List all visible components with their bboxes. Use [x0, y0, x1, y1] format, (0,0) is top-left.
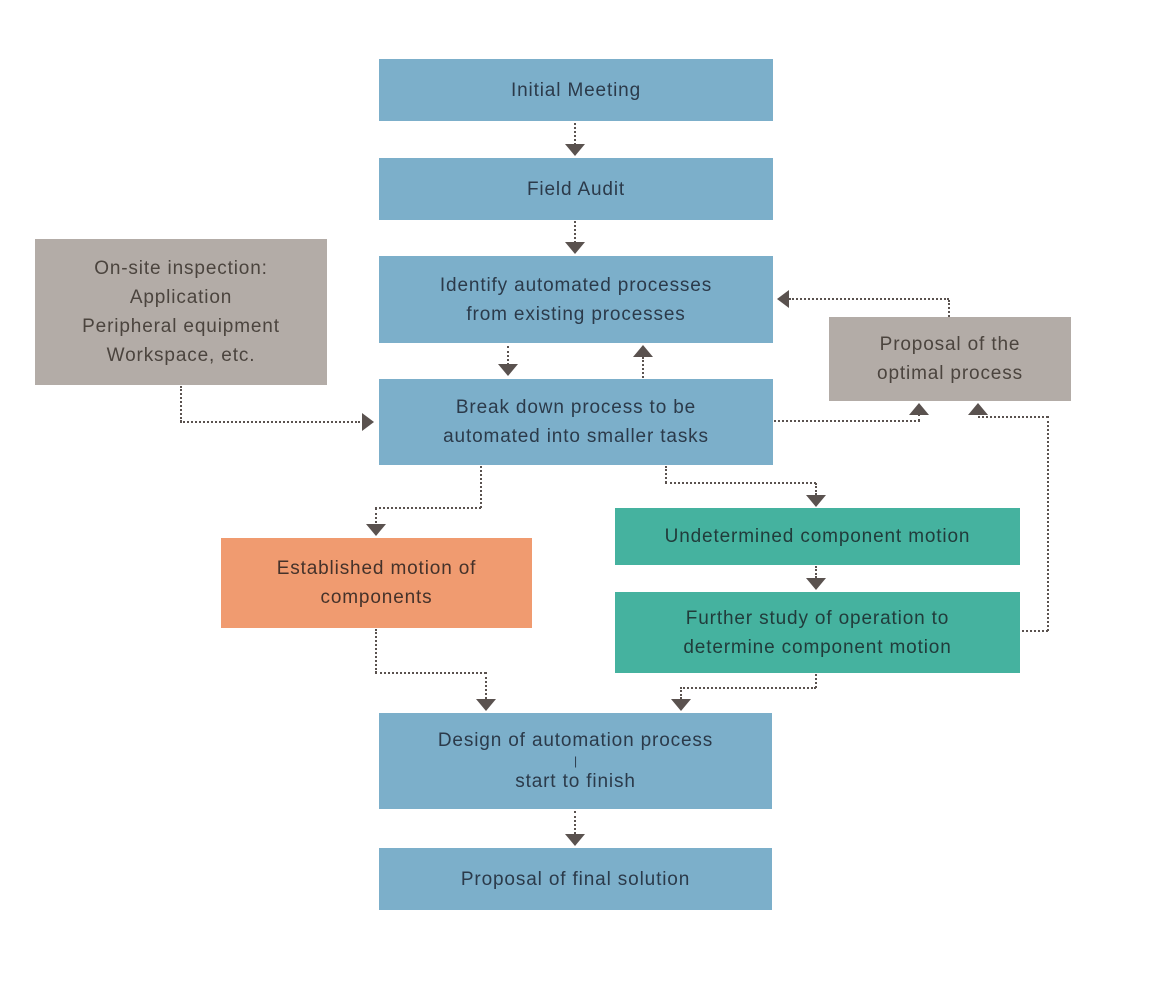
node-design-process-line2: start to finish — [515, 771, 636, 792]
connector-further-to-optimal-h1 — [978, 416, 1048, 418]
connector-breakdown-to-optimal-horizontal — [774, 420, 920, 422]
node-design-process: Design of automation process | start to … — [379, 713, 772, 809]
node-optimal-proposal-line2: optimal process — [877, 363, 1023, 384]
arrowhead-undetermined-to-further — [806, 578, 826, 590]
connector-breakdown-to-established-v2 — [375, 508, 377, 523]
connector-breakdown-to-optimal-vertical — [918, 414, 920, 421]
node-design-process-separator: | — [573, 754, 578, 768]
connector-breakdown-to-undetermined-v2 — [815, 483, 817, 495]
node-onsite-inspection-line1: On-site inspection: — [94, 258, 268, 279]
node-final-proposal-label: Proposal of final solution — [460, 868, 691, 890]
arrowhead-breakdown-to-established — [366, 524, 386, 536]
connector-further-to-optimal-h2 — [1022, 630, 1048, 632]
node-optimal-proposal-line1: Proposal of the — [879, 334, 1021, 355]
node-further-study: Further study of operation to determine … — [615, 592, 1020, 673]
arrowhead-design-to-final — [565, 834, 585, 846]
connector-established-to-design-v1 — [375, 629, 377, 673]
connector-breakdown-to-established-v1 — [480, 466, 482, 508]
node-undetermined-motion-label: Undetermined component motion — [664, 526, 971, 547]
connector-design-to-final — [574, 811, 576, 834]
connector-undetermined-to-further — [815, 566, 817, 578]
connector-identify-to-breakdown — [507, 346, 509, 365]
arrowhead-optimal-to-identify — [777, 290, 789, 308]
connector-audit-to-identify — [574, 221, 576, 243]
node-initial-meeting-label: Initial Meeting — [510, 79, 642, 101]
node-initial-meeting: Initial Meeting — [379, 59, 773, 121]
connector-breakdown-to-identify — [642, 357, 644, 378]
node-identify-processes-line1: Identify automated processes — [439, 274, 713, 296]
connector-established-to-design-v2 — [485, 672, 487, 699]
node-field-audit: Field Audit — [379, 158, 773, 220]
node-onsite-inspection-line2: Application — [129, 287, 233, 308]
connector-onsite-to-breakdown-vertical — [180, 386, 182, 422]
connector-breakdown-to-undetermined-horizontal — [665, 482, 816, 484]
connector-breakdown-to-established-horizontal — [375, 507, 481, 509]
node-established-motion-line1: Established motion of — [276, 558, 477, 579]
node-onsite-inspection-line3: Peripheral equipment — [82, 316, 280, 337]
node-undetermined-motion: Undetermined component motion — [615, 508, 1020, 565]
node-identify-processes-line2: from existing processes — [466, 303, 686, 325]
connector-initial-to-audit — [574, 123, 576, 145]
node-design-process-line1: Design of automation process — [437, 730, 714, 751]
arrowhead-identify-to-breakdown — [498, 364, 518, 376]
arrowhead-initial-to-audit — [565, 144, 585, 156]
connector-established-to-design-horizontal — [375, 672, 486, 674]
connector-further-to-design-horizontal — [680, 687, 816, 689]
connector-breakdown-to-undetermined-v1 — [665, 466, 667, 483]
connector-further-to-optimal-vertical — [1047, 416, 1049, 631]
arrowhead-audit-to-identify — [565, 242, 585, 254]
arrowhead-established-to-design — [476, 699, 496, 711]
arrowhead-breakdown-to-optimal — [909, 403, 929, 415]
node-identify-processes: Identify automated processes from existi… — [379, 256, 773, 343]
node-onsite-inspection: On-site inspection: Application Peripher… — [35, 239, 327, 385]
node-further-study-line1: Further study of operation to — [685, 607, 950, 629]
connector-further-to-design-v2 — [680, 687, 682, 699]
node-break-down-line1: Break down process to be — [455, 397, 697, 418]
connector-further-to-design-v1 — [815, 674, 817, 688]
node-field-audit-label: Field Audit — [526, 178, 626, 200]
node-break-down: Break down process to be automated into … — [379, 379, 773, 465]
arrowhead-breakdown-to-identify — [633, 345, 653, 357]
node-optimal-proposal: Proposal of the optimal process — [829, 317, 1071, 401]
node-break-down-line2: automated into smaller tasks — [443, 426, 709, 447]
arrowhead-onsite-to-breakdown — [362, 413, 374, 431]
node-further-study-line2: determine component motion — [683, 636, 952, 658]
connector-optimal-to-identify-horizontal — [789, 298, 949, 300]
connector-onsite-to-breakdown-horizontal — [180, 421, 360, 423]
arrowhead-further-to-optimal — [968, 403, 988, 415]
node-established-motion-line2: components — [320, 587, 433, 608]
node-final-proposal: Proposal of final solution — [379, 848, 772, 910]
connector-optimal-to-identify-vertical — [948, 300, 950, 317]
arrowhead-further-to-design — [671, 699, 691, 711]
node-established-motion: Established motion of components — [221, 538, 532, 628]
arrowhead-breakdown-to-undetermined — [806, 495, 826, 507]
node-onsite-inspection-line4: Workspace, etc. — [106, 345, 256, 366]
